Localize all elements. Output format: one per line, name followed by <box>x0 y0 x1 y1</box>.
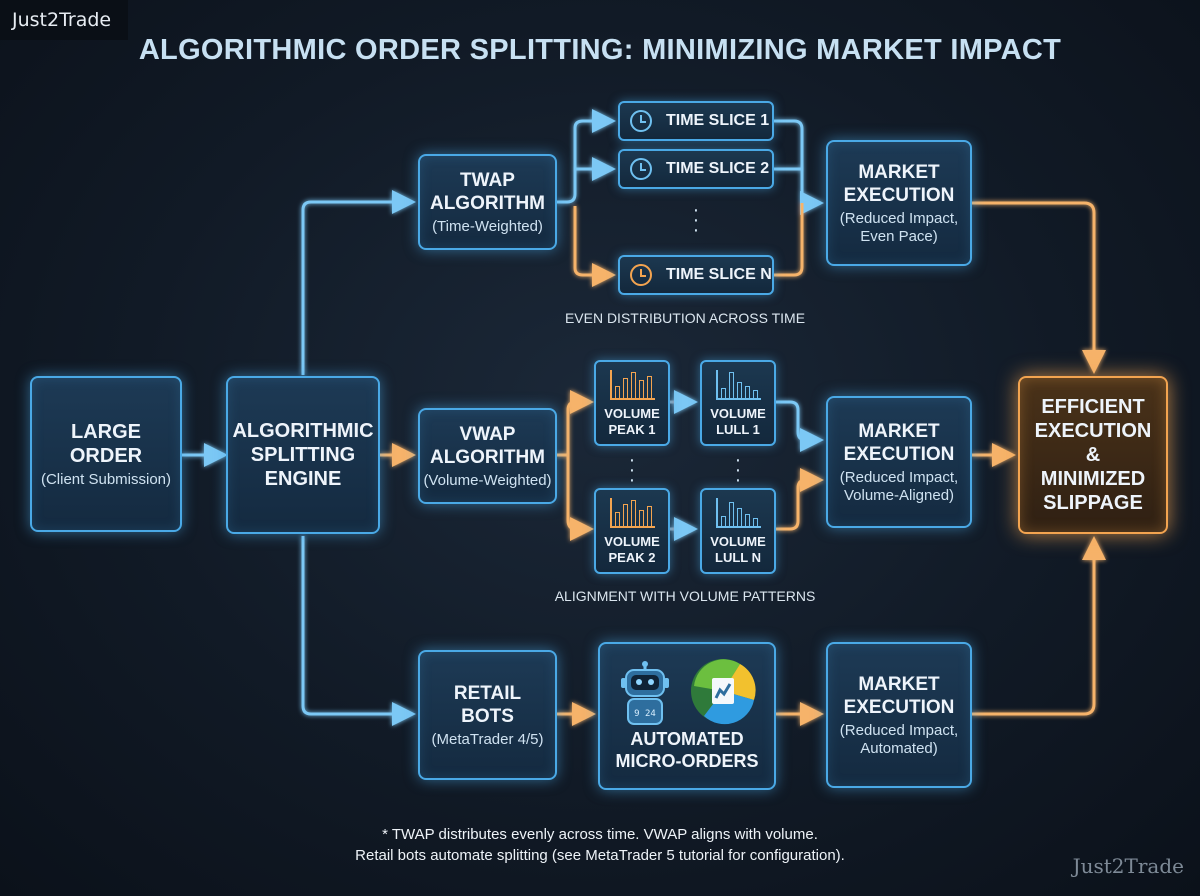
large-order-box: LARGE ORDER (Client Submission) <box>30 376 182 532</box>
engine-title-3: ENGINE <box>264 468 342 490</box>
volume-lull-1: VOLUME LULL 1 <box>700 360 776 446</box>
vwap-caption: ALIGNMENT WITH VOLUME PATTERNS <box>554 588 816 604</box>
micro-title-2: MICRO-ORDERS <box>615 751 759 771</box>
time-slice-2: TIME SLICE 2 <box>618 149 774 189</box>
retail-title-2: BOTS <box>461 705 514 727</box>
twap-exec-title-1: MARKET <box>858 161 940 183</box>
bar-chart-icon <box>715 498 761 528</box>
clock-icon <box>630 158 652 180</box>
volume-lull-n: VOLUME LULL N <box>700 488 776 574</box>
retail-title-1: RETAIL <box>453 682 522 704</box>
final-title-3: & <box>1085 444 1101 466</box>
brand-logo-bottom: Just2Trade <box>1072 854 1184 878</box>
footnote: * TWAP distributes evenly across time. V… <box>0 824 1200 866</box>
final-title-5: SLIPPAGE <box>1043 492 1143 514</box>
brand-logo-top: Just2Trade <box>0 0 128 40</box>
twap-title-1: TWAP <box>460 169 515 191</box>
vwap-title-1: VWAP <box>459 423 516 445</box>
vwap-market-execution-box: MARKET EXECUTION (Reduced Impact, Volume… <box>826 396 972 528</box>
page-title: ALGORITHMIC ORDER SPLITTING: MINIMIZING … <box>138 34 1062 66</box>
twap-algorithm-box: TWAP ALGORITHM (Time-Weighted) <box>418 154 557 250</box>
final-title-1: EFFICIENT <box>1041 396 1145 418</box>
retail-exec-sub-1: (Reduced Impact, <box>839 721 959 739</box>
twap-title-2: ALGORITHM <box>429 192 546 214</box>
footnote-line-2: Retail bots automate splitting (see Meta… <box>355 847 845 864</box>
volume-peak-1: VOLUME PEAK 1 <box>594 360 670 446</box>
vwap-title-2: ALGORITHM <box>429 446 546 468</box>
bar-chart-icon <box>715 370 761 400</box>
retail-market-execution-box: MARKET EXECUTION (Reduced Impact, Automa… <box>826 642 972 788</box>
volume-peak-1-label-1: VOLUME <box>604 406 660 421</box>
twap-exec-sub-2: Even Pace) <box>860 227 938 245</box>
volume-lull-1-label-2: LULL 1 <box>716 422 760 437</box>
engine-title-2: SPLITTING <box>250 444 356 466</box>
arrow-retail-exec-to-final <box>972 536 1106 716</box>
volume-lull-1-label-1: VOLUME <box>710 406 766 421</box>
vwap-sub: (Volume-Weighted) <box>423 471 552 489</box>
time-slice-1: TIME SLICE 1 <box>618 101 774 141</box>
engine-title-1: ALGORITHMIC <box>232 420 374 442</box>
micro-title-1: AUTOMATED <box>630 729 744 749</box>
arrow-twap-exec-to-final <box>972 201 1106 374</box>
retail-exec-title-1: MARKET <box>858 673 940 695</box>
vwap-exec-title-1: MARKET <box>858 420 940 442</box>
time-slice-1-label: TIME SLICE 1 <box>666 112 770 129</box>
vwap-exec-sub-1: (Reduced Impact, <box>839 468 959 486</box>
vwap-algorithm-box: VWAP ALGORITHM (Volume-Weighted) <box>418 408 557 504</box>
vwap-peak-ellipsis: ··· <box>628 449 636 491</box>
clock-icon <box>630 264 652 286</box>
time-slice-n: TIME SLICE N <box>618 255 774 295</box>
volume-lull-n-label-2: LULL N <box>715 550 761 565</box>
volume-peak-2-label-2: PEAK 2 <box>608 550 656 565</box>
bar-chart-icon <box>609 498 655 528</box>
retail-sub: (MetaTrader 4/5) <box>431 730 544 748</box>
retail-bots-box: RETAIL BOTS (MetaTrader 4/5) <box>418 650 557 780</box>
large-order-sub: (Client Submission) <box>40 470 172 488</box>
large-order-title-1: LARGE <box>71 420 141 443</box>
robot-screen-text: 9 24 <box>634 709 656 719</box>
vwap-exec-sub-2: Volume-Aligned) <box>843 486 955 504</box>
twap-caption: EVEN DISTRIBUTION ACROSS TIME <box>564 310 806 326</box>
arrow-engine-to-retail <box>301 536 416 726</box>
final-title-4: MINIMIZED <box>1040 468 1146 490</box>
volume-peak-2: VOLUME PEAK 2 <box>594 488 670 574</box>
time-slice-n-label: TIME SLICE N <box>666 266 772 283</box>
vwap-lull-ellipsis: ··· <box>734 449 742 491</box>
arrow-engine-to-twap <box>301 190 416 375</box>
volume-peak-1-label-2: PEAK 1 <box>608 422 656 437</box>
twap-exec-sub-1: (Reduced Impact, <box>839 209 959 227</box>
volume-lull-n-label-1: VOLUME <box>710 534 766 549</box>
large-order-title-2: ORDER <box>69 444 143 467</box>
efficient-execution-box: EFFICIENT EXECUTION & MINIMIZED SLIPPAGE <box>1018 376 1168 534</box>
volume-peak-2-label-1: VOLUME <box>604 534 660 549</box>
splitting-engine-box: ALGORITHMIC SPLITTING ENGINE <box>226 376 380 534</box>
robot-icon: 9 24 <box>621 661 669 725</box>
final-title-2: EXECUTION <box>1034 420 1152 442</box>
twap-sub: (Time-Weighted) <box>432 217 543 235</box>
retail-exec-sub-2: Automated) <box>860 739 938 757</box>
twap-ellipsis: ··· <box>692 199 700 241</box>
twap-exec-title-2: EXECUTION <box>843 184 955 206</box>
time-slice-2-label: TIME SLICE 2 <box>666 160 770 177</box>
footnote-line-1: * TWAP distributes evenly across time. V… <box>382 826 818 843</box>
twap-market-execution-box: MARKET EXECUTION (Reduced Impact, Even P… <box>826 140 972 266</box>
vwap-exec-title-2: EXECUTION <box>843 443 955 465</box>
metatrader-logo-icon <box>691 659 756 725</box>
clock-icon <box>630 110 652 132</box>
bar-chart-icon <box>609 370 655 400</box>
retail-exec-title-2: EXECUTION <box>843 696 955 718</box>
